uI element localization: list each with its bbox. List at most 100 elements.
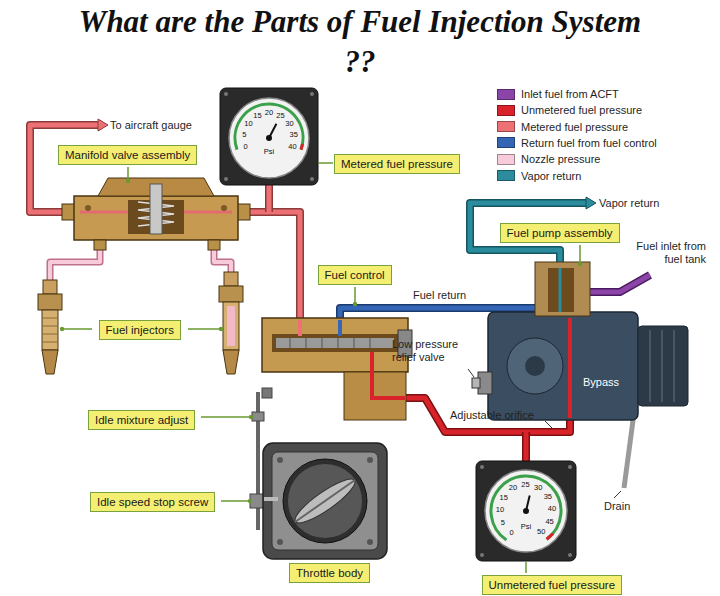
callout-box: Fuel injectors xyxy=(99,320,181,340)
callout-text: Idle mixture adjust xyxy=(95,414,188,426)
callout-box: Fuel pump assembly xyxy=(500,223,620,243)
pressure-gauge xyxy=(220,88,318,185)
gauge-number: 10 xyxy=(496,506,504,514)
legend-swatch xyxy=(497,121,515,132)
callout-text: Unmetered fuel pressure xyxy=(489,579,616,591)
bolt xyxy=(221,205,227,211)
injector-body xyxy=(38,294,62,310)
gauge-bezel xyxy=(220,88,318,185)
manifold-outlet xyxy=(94,240,106,250)
gauge-dial xyxy=(485,470,567,552)
pointer-line xyxy=(468,369,474,377)
gauge-number: 30 xyxy=(285,120,293,128)
gauge-arc xyxy=(301,144,303,150)
metered-line xyxy=(267,184,272,212)
bolt xyxy=(480,465,484,469)
leader-dot xyxy=(219,327,223,331)
leader-line xyxy=(221,500,249,502)
callout-box: Manifold valve assembly xyxy=(58,145,197,165)
legend-swatch xyxy=(497,137,515,148)
gauge-arc xyxy=(235,104,303,150)
pointer-line xyxy=(545,421,552,428)
injector-nut xyxy=(43,280,57,294)
callout-text: Fuel control xyxy=(325,269,385,281)
callout-box: Unmetered fuel pressure xyxy=(482,575,623,595)
gauge-number: 35 xyxy=(544,493,552,501)
part-label: Adjustable orifice xyxy=(450,409,534,422)
legend-row: Vapor return xyxy=(497,170,581,183)
gauge-number: 25 xyxy=(521,481,529,489)
metered-line xyxy=(248,212,300,320)
legend-swatch xyxy=(497,89,515,100)
metered-line xyxy=(248,212,300,320)
bolt xyxy=(480,553,484,557)
legend-row: Unmetered fuel pressure xyxy=(497,104,642,117)
gauge-hub xyxy=(266,135,272,141)
control-body xyxy=(262,318,408,372)
pump-head xyxy=(535,262,590,316)
pump-channel xyxy=(568,318,572,418)
bolt xyxy=(568,465,572,469)
callout-text: Idle speed stop screw xyxy=(97,496,208,508)
injector-cutaway xyxy=(227,306,235,346)
injector-thread xyxy=(42,318,58,342)
fuel-line xyxy=(30,125,650,462)
pump-housing xyxy=(488,312,638,420)
bolt xyxy=(367,457,373,463)
part-label: Bypass xyxy=(583,376,619,389)
line-label: Vapor return xyxy=(599,197,659,210)
leader-dot xyxy=(60,327,64,331)
legend-swatch xyxy=(497,170,515,181)
throttle-bore xyxy=(283,459,367,543)
gauge-number: 40 xyxy=(548,505,556,513)
leader-line xyxy=(354,287,356,303)
line-label: To aircraft gauge xyxy=(110,119,192,132)
gauge-number: 15 xyxy=(500,494,508,502)
legend-text: Metered fuel pressure xyxy=(521,121,628,133)
gauge-number: 5 xyxy=(501,519,505,527)
callout-box: Fuel control xyxy=(318,265,392,285)
control-spool xyxy=(276,338,394,348)
linkage-joint xyxy=(262,388,272,398)
gauge-number: 45 xyxy=(545,518,553,526)
leader-dot xyxy=(249,415,253,419)
leader-dot xyxy=(353,302,357,306)
nozzle-line xyxy=(50,250,100,282)
manifold-valve xyxy=(62,178,250,250)
legend-text: Return fuel from fuel control xyxy=(521,137,657,149)
manifold-stem xyxy=(150,184,162,234)
gauge-arc xyxy=(491,476,561,540)
arrow-head xyxy=(98,119,108,131)
callout-text: Throttle body xyxy=(296,567,363,579)
pump-head-cutaway xyxy=(548,268,574,312)
callout-text: Fuel pump assembly xyxy=(507,227,613,239)
unmetered-line xyxy=(522,432,530,462)
gauge-hub xyxy=(523,508,529,514)
leader-dot xyxy=(126,179,130,183)
gauge-number: 20 xyxy=(509,484,517,492)
callout-text: Fuel injectors xyxy=(106,324,174,336)
butterfly-plate xyxy=(290,473,359,529)
leader-dot xyxy=(578,262,582,266)
bolt xyxy=(277,539,283,545)
callout-text: Manifold valve assembly xyxy=(65,149,190,161)
bolt xyxy=(310,92,314,96)
leader-line xyxy=(318,162,333,164)
nozzle-line xyxy=(214,250,231,274)
inlet-line xyxy=(590,275,650,292)
leader-line xyxy=(188,328,221,330)
throttle-shaft xyxy=(295,480,355,522)
metered-line xyxy=(265,184,273,212)
throttle-body xyxy=(263,443,387,559)
nozzle-line xyxy=(50,250,100,282)
fuel-control xyxy=(262,318,412,420)
bolt xyxy=(568,553,572,557)
legend-text: Nozzle pressure xyxy=(521,153,600,165)
legend-text: Unmetered fuel pressure xyxy=(521,104,642,116)
control-channel xyxy=(298,320,302,336)
gauge-number: 20 xyxy=(265,109,273,117)
throttle-bore xyxy=(288,464,362,538)
pump-drive xyxy=(638,326,688,406)
pressure-gauge xyxy=(476,461,576,561)
